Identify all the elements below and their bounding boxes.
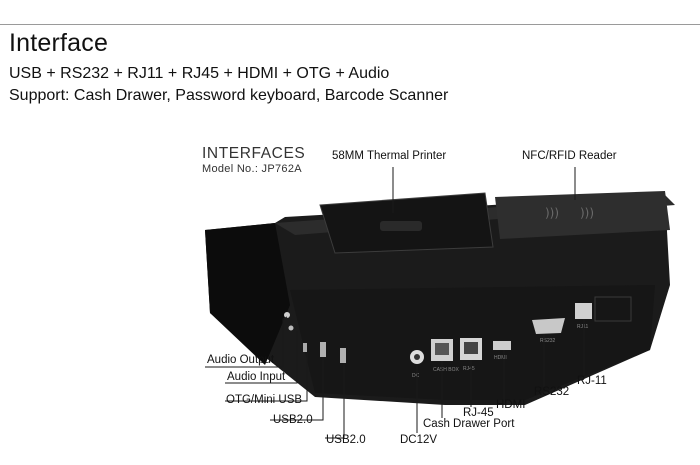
label-dc: DC12V [400,434,438,446]
mark-hdmi: HDMI [494,355,507,361]
label-nfc: NFC/RFID Reader [522,150,617,162]
top-divider [0,24,700,25]
label-rj45: RJ-45 [463,407,494,419]
figure-title: INTERFACES [202,145,306,162]
label-otg: OTG/Mini USB [226,394,303,406]
label-audio-input: Audio Input [227,371,286,383]
terminal-left-side [205,223,290,365]
hdmi-port [493,341,511,350]
label-usb-a: USB2.0 [273,414,313,426]
nfc-panel [495,191,670,239]
usb-port-2 [340,348,346,363]
label-printer: 58MM Thermal Printer [332,150,447,162]
mark-rj45: RJ45 [463,366,475,372]
label-hdmi: HDMI [496,399,526,411]
audio-output-port [284,312,290,318]
support-list: Support: Cash Drawer, Password keyboard,… [9,87,449,104]
label-cash-drawer: Cash Drawer Port [423,418,515,430]
interface-list: USB + RS232 + RJ11 + RJ45 + HDMI + OTG +… [9,65,390,82]
nfc-icon: ))) [545,206,559,220]
rs232-port [532,318,565,334]
label-rj11: RJ-11 [577,375,607,387]
printer-slot [380,221,422,231]
mark-rj11: RJ11 [577,324,589,330]
callout-lines [278,167,585,439]
rj11-port [575,303,592,319]
label-audio-output: Audio Output [207,354,275,366]
nfc-icon: ))) [580,206,594,220]
label-usb-b: USB2.0 [326,434,366,446]
mark-cash: CASH BOX [433,367,460,373]
mark-rs232: RS232 [540,338,556,344]
pos-terminal-illustration: ))) ))) DC CASH BOX RJ45 HDMI RS232 RJ11 [205,167,675,439]
label-rs232: RS232 [534,386,570,398]
label-underlines [205,366,342,439]
product-photo: ))) ))) DC CASH BOX RJ45 HDMI RS232 RJ11 [195,135,700,465]
mark-dc: DC [412,373,420,379]
usb-port-1 [320,342,326,357]
page-title: Interface [9,29,109,57]
audio-input-port [288,325,294,331]
model-number: Model No.: JP762A [202,163,302,175]
rear-vent [594,296,632,322]
otg-port [303,343,307,352]
